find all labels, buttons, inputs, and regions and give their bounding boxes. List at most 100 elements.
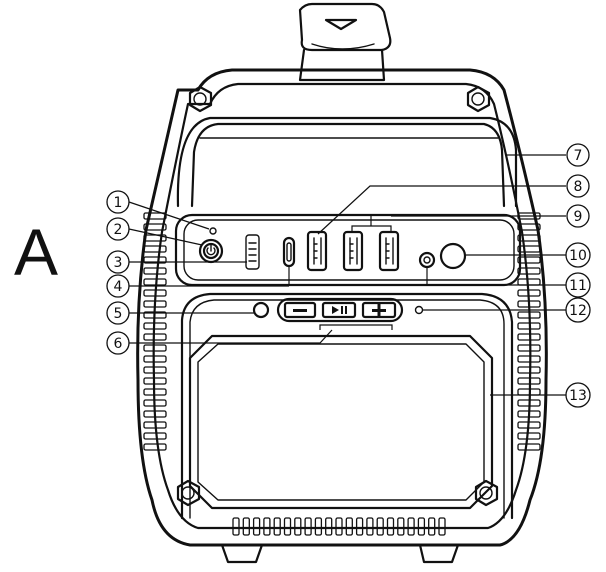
vent-slat (143, 300, 167, 308)
plus-icon (372, 304, 386, 317)
vent-slat (232, 517, 240, 536)
volume-down-button[interactable] (283, 301, 317, 319)
status-led (414, 305, 424, 315)
vent-slat (143, 333, 167, 341)
vent-slat (143, 410, 167, 418)
callout-circle (106, 331, 130, 355)
mode-button[interactable] (252, 301, 270, 319)
bolt-top-left (188, 85, 213, 113)
vent-slat (283, 517, 292, 536)
vent-slat (143, 311, 167, 319)
callout-circle (565, 382, 591, 408)
vent-slat (143, 388, 167, 396)
vent-slat (143, 366, 167, 374)
callout-3: 3 (106, 250, 130, 274)
side-vent-left (143, 212, 167, 451)
callout-circle (106, 190, 130, 214)
callout-number: 10 (569, 248, 587, 264)
vent-slat (417, 517, 426, 536)
volume-up-button[interactable] (361, 301, 397, 319)
callout-4: 4 (106, 274, 130, 298)
vent-slat (143, 212, 167, 220)
callout-number: 12 (569, 303, 587, 319)
vent-slat (143, 443, 167, 451)
vent-slat (143, 267, 167, 275)
callout-number: 4 (114, 279, 123, 295)
vent-slat (143, 245, 167, 253)
callout-number: 13 (569, 388, 587, 404)
vent-slat (517, 256, 541, 264)
vent-slat (143, 355, 167, 363)
callout-number: 5 (114, 306, 123, 322)
leader-lines (128, 154, 566, 396)
media-control-buttons (276, 297, 404, 323)
vent-slat (335, 517, 343, 536)
vent-slat (517, 223, 541, 231)
vent-slat (517, 421, 541, 429)
battery-level-indicator (245, 234, 260, 270)
vent-slat (517, 245, 541, 253)
vent-slat (252, 517, 261, 536)
vent-slat (517, 267, 541, 275)
vent-slat (517, 410, 541, 418)
callout-circle (106, 274, 130, 298)
round-socket[interactable] (439, 242, 467, 270)
vent-slat (143, 322, 167, 330)
callout-number: 3 (114, 255, 123, 271)
usb-a-port-left[interactable] (306, 230, 328, 272)
vent-slat (143, 399, 167, 407)
callout-circle (566, 143, 590, 167)
vent-slat (304, 517, 312, 536)
vent-slat (143, 223, 167, 231)
vent-slat (438, 517, 446, 536)
speaker-grille (188, 334, 494, 510)
callout-10: 10 (565, 242, 591, 268)
minus-icon (293, 309, 307, 312)
vent-slat (376, 517, 384, 536)
usb-a-port-middle[interactable] (342, 230, 364, 272)
power-indicator-led (209, 227, 217, 235)
outer-body (136, 68, 548, 547)
callout-circle (106, 217, 130, 241)
callout-1: 1 (106, 190, 130, 214)
usb-a-port-right[interactable] (378, 230, 400, 272)
vent-slat (517, 366, 541, 374)
control-panel (174, 213, 522, 287)
callout-7: 7 (566, 143, 590, 167)
carry-handle (298, 2, 392, 82)
callout-circle (106, 301, 130, 325)
vent-slat (143, 377, 167, 385)
callout-number: 6 (114, 336, 123, 352)
callout-5: 5 (106, 301, 130, 325)
callout-number: 2 (114, 222, 123, 238)
vent-slat (386, 517, 395, 536)
vent-slat (345, 517, 353, 536)
vent-slat (263, 517, 271, 536)
vent-slat (517, 333, 541, 341)
vent-slat (143, 432, 167, 440)
bolt-bottom-right (474, 479, 499, 507)
callout-circle (565, 242, 591, 268)
vent-slat (355, 517, 364, 536)
vent-slat (273, 517, 281, 536)
callout-9: 9 (566, 204, 590, 228)
vent-slat (517, 289, 541, 297)
bolt-top-right (466, 85, 491, 113)
power-button[interactable] (198, 238, 224, 264)
callout-circle (566, 204, 590, 228)
callout-circle (565, 272, 591, 298)
vent-slat (143, 344, 167, 352)
callout-number: 9 (574, 209, 583, 225)
vent-slat (314, 517, 323, 536)
play-pause-icon (332, 306, 347, 314)
vent-slat (517, 344, 541, 352)
vent-slat (517, 355, 541, 363)
vent-slat (407, 517, 415, 536)
vent-slat (366, 517, 374, 536)
play-pause-button[interactable] (321, 301, 357, 319)
vent-slat (517, 399, 541, 407)
vent-slat (517, 311, 541, 319)
dc-input-jack[interactable] (418, 251, 436, 269)
usb-c-port[interactable] (282, 236, 296, 268)
vent-slat (325, 517, 333, 536)
